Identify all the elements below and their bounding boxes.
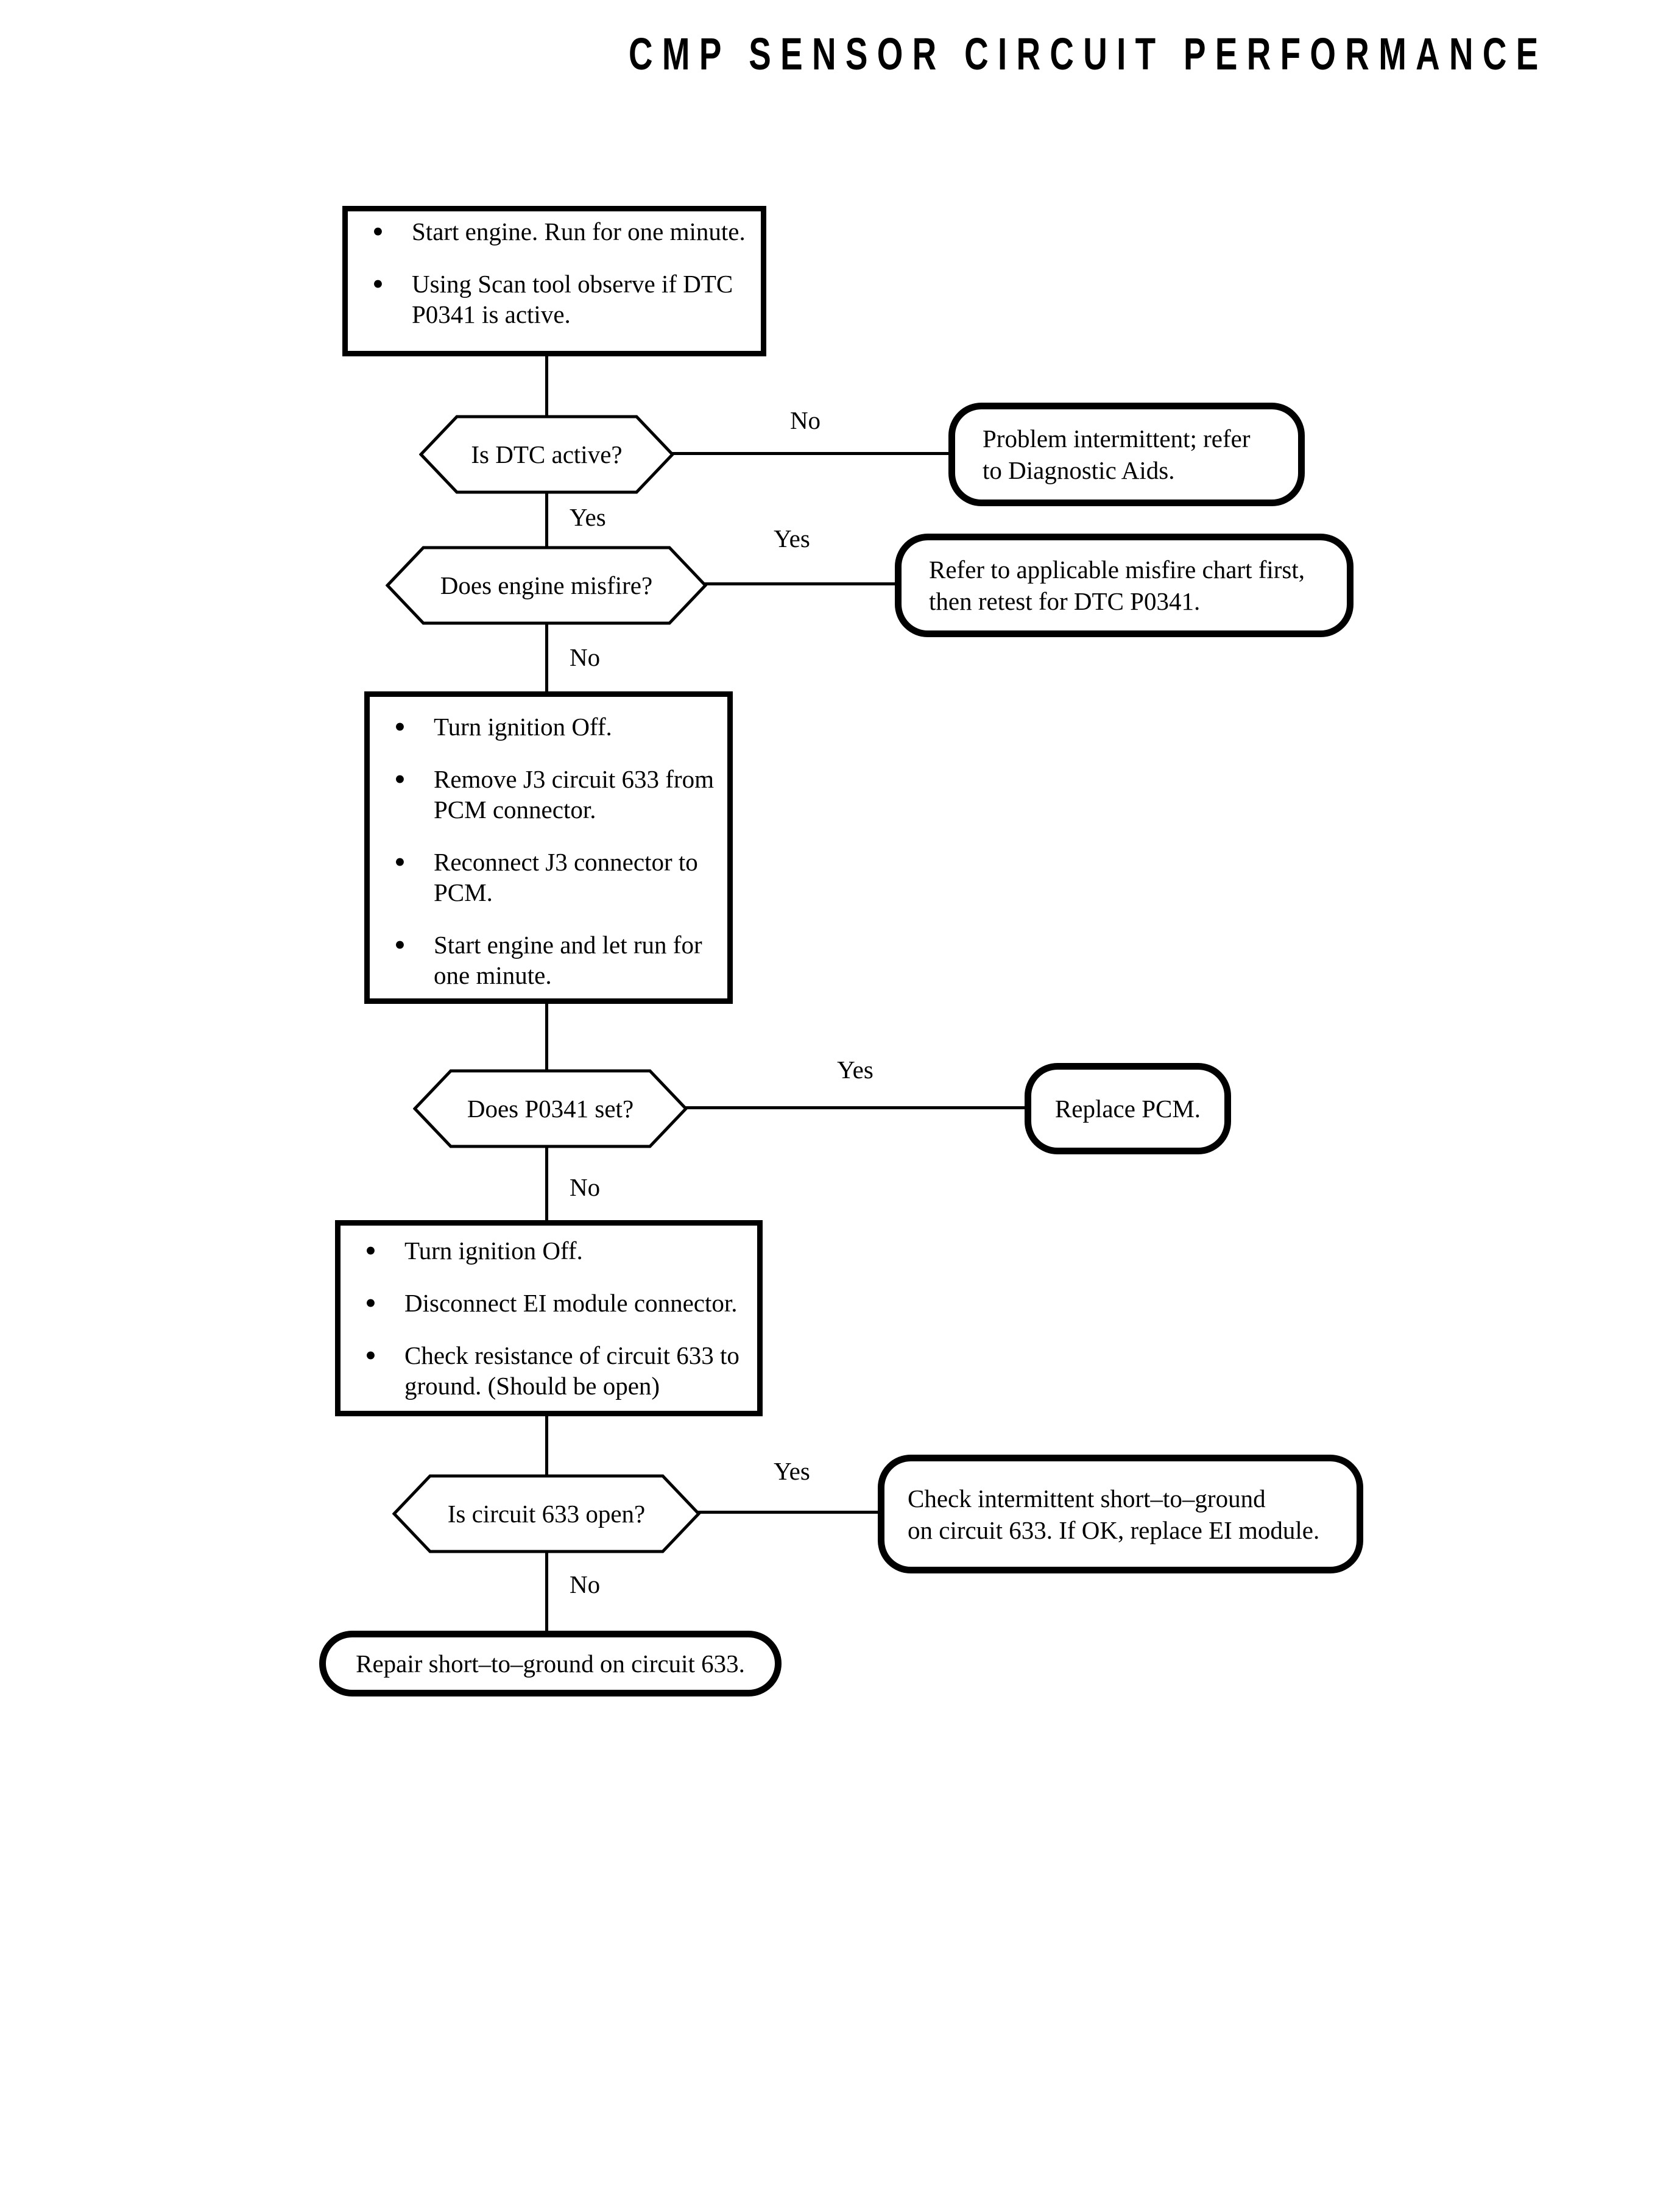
branch-label-no: No — [570, 1173, 601, 1201]
step-text: ground. (Should be open) — [404, 1372, 660, 1400]
list-item: • Turn ignition Off. — [365, 1232, 751, 1269]
decision-question: Does engine misfire? — [440, 571, 653, 599]
bullet-icon: • — [394, 761, 406, 797]
terminal-text: Problem intermittent; refer — [983, 425, 1251, 453]
bullet-icon: • — [394, 844, 406, 880]
hexagon-shape — [419, 415, 674, 494]
process-box-start-engine: • Start engine. Run for one minute. • Us… — [342, 206, 766, 356]
step-text: Remove J3 circuit 633 from — [434, 765, 715, 793]
step-text: Reconnect J3 connector to — [434, 848, 698, 876]
decision-question: Does P0341 set? — [467, 1095, 634, 1123]
process-box-j3-circuit: • Turn ignition Off. • Remove J3 circuit… — [364, 691, 733, 1004]
decision-does-p0341-set: Does P0341 set? — [413, 1069, 688, 1148]
list-item: • Remove J3 circuit 633 from PCM connect… — [394, 761, 721, 825]
step-text: Start engine and let run for — [434, 931, 702, 959]
hexagon-shape — [413, 1069, 688, 1148]
page-title-text: CMP SENSOR CIRCUIT PERFORMANCE — [629, 29, 1548, 79]
connector-yes-2 — [546, 582, 1125, 585]
step-text: Check resistance of circuit 633 to — [404, 1341, 739, 1369]
step-text: Using Scan tool observe if DTC — [412, 270, 733, 298]
branch-label-no: No — [570, 643, 601, 671]
step-text: PCM. — [434, 878, 493, 906]
list-item: • Using Scan tool observe if DTC P0341 i… — [372, 266, 752, 330]
branch-label-yes: Yes — [570, 503, 606, 531]
decision-is-dtc-active: Is DTC active? — [419, 415, 674, 494]
list-item: • Start engine. Run for one minute. — [372, 213, 752, 250]
terminal-refer-misfire-chart: Refer to applicable misfire chart first,… — [895, 534, 1354, 637]
terminal-repair-short-to-ground: Repair short–to–ground on circuit 633. — [319, 1631, 782, 1696]
list-item: • Reconnect J3 connector to PCM. — [394, 844, 721, 908]
bullet-icon: • — [372, 213, 384, 250]
step-text: Turn ignition Off. — [404, 1237, 583, 1265]
bullet-icon: • — [365, 1232, 376, 1269]
terminal-text: Repair short–to–ground on circuit 633. — [356, 1650, 745, 1678]
terminal-text: to Diagnostic Aids. — [983, 456, 1175, 484]
connector-yes-4 — [546, 1511, 1121, 1514]
step-text: one minute. — [434, 961, 552, 989]
list-item: • Disconnect EI module connector. — [365, 1285, 751, 1321]
bullet-icon: • — [365, 1285, 376, 1321]
branch-label-yes: Yes — [774, 524, 810, 552]
decision-is-circuit-633-open: Is circuit 633 open? — [392, 1474, 701, 1553]
bullet-icon: • — [394, 708, 406, 745]
step-text: Start engine. Run for one minute. — [412, 217, 746, 245]
branch-label-yes: Yes — [837, 1056, 874, 1084]
step-text: Disconnect EI module connector. — [404, 1289, 738, 1317]
list-item: • Turn ignition Off. — [394, 708, 721, 745]
bullet-icon: • — [394, 927, 406, 963]
terminal-replace-pcm: Replace PCM. — [1025, 1063, 1231, 1154]
terminal-text: then retest for DTC P0341. — [929, 587, 1201, 615]
list-item: • Check resistance of circuit 633 to gro… — [365, 1337, 751, 1401]
decision-does-engine-misfire: Does engine misfire? — [386, 546, 707, 625]
terminal-text: Replace PCM. — [1054, 1095, 1201, 1123]
terminal-problem-intermittent: Problem intermittent; refer to Diagnosti… — [948, 403, 1305, 506]
hexagon-shape — [386, 546, 707, 625]
connector-spine — [545, 355, 548, 1664]
step-text: P0341 is active. — [412, 300, 571, 328]
branch-label-no: No — [570, 1570, 601, 1598]
terminal-check-intermittent-short: Check intermittent short–to–ground on ci… — [878, 1455, 1363, 1573]
page-title: CMP SENSOR CIRCUIT PERFORMANCE — [467, 28, 1538, 80]
connector-no-1 — [546, 452, 1127, 455]
process-box-check-resistance: • Turn ignition Off. • Disconnect EI mod… — [335, 1220, 763, 1416]
step-text: PCM connector. — [434, 796, 596, 824]
connector-yes-3 — [546, 1106, 1128, 1109]
hexagon-shape — [392, 1474, 701, 1553]
decision-question: Is circuit 633 open? — [447, 1500, 646, 1528]
terminal-text: Check intermittent short–to–ground — [908, 1484, 1266, 1513]
list-item: • Start engine and let run for one minut… — [394, 927, 721, 990]
bullet-icon: • — [372, 266, 384, 302]
branch-label-no: No — [789, 406, 821, 434]
bullet-icon: • — [365, 1337, 376, 1374]
decision-question: Is DTC active? — [471, 440, 623, 468]
step-text: Turn ignition Off. — [434, 713, 612, 741]
terminal-text: on circuit 633. If OK, replace EI module… — [908, 1516, 1320, 1544]
branch-label-yes: Yes — [774, 1457, 810, 1485]
terminal-text: Refer to applicable misfire chart first, — [929, 556, 1305, 584]
